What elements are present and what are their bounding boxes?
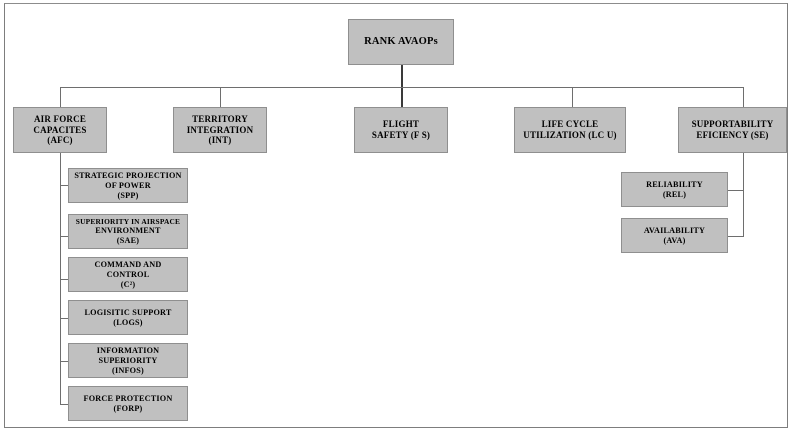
connector-root-to-flight-safety <box>401 87 403 107</box>
node-life-cycle-utilization[interactable]: LIFE CYCLE UTILIZATION (LC U) <box>514 107 626 153</box>
connector-root-stem <box>401 65 403 87</box>
node-rank-avaops-label: RANK AVAOPs <box>364 35 438 47</box>
connector-bus-to-lcu <box>572 87 573 107</box>
node-availability-label: AVAILABILITY (AVA) <box>643 225 706 245</box>
document-frame: RANK AVAOPs AIR FORCE CAPACITES (AFC) TE… <box>4 3 788 428</box>
node-reliability[interactable]: RELIABILITY (REL) <box>621 172 728 207</box>
connector-level2-bus <box>60 87 744 88</box>
connector-bus-to-se <box>743 87 744 107</box>
connector-afc-to-infos <box>60 361 68 362</box>
node-air-force-capacities-label: AIR FORCE CAPACITES (AFC) <box>33 113 87 146</box>
node-strategic-projection-of-power[interactable]: STRATEGIC PROJECTION OF POWER (SPP) <box>68 168 188 203</box>
connector-afc-to-forp <box>60 404 68 405</box>
connector-bus-to-afc <box>60 87 61 107</box>
node-reliability-label: RELIABILITY (REL) <box>646 179 703 199</box>
connector-afc-to-sae <box>60 236 68 237</box>
node-flight-safety-label: FLIGHT SAFETY (F S) <box>371 119 431 140</box>
connector-afc-to-logs <box>60 318 68 319</box>
connector-se-spine <box>743 152 744 237</box>
node-life-cycle-utilization-label: LIFE CYCLE UTILIZATION (LC U) <box>523 119 617 140</box>
node-rank-avaops[interactable]: RANK AVAOPs <box>348 19 454 65</box>
node-information-superiority-label: INFORMATION SUPERIORITY (INFOS) <box>96 345 160 375</box>
node-information-superiority[interactable]: INFORMATION SUPERIORITY (INFOS) <box>68 343 188 378</box>
node-superiority-in-airspace-environment[interactable]: SUPERIORITY IN AIRSPACE ENVIRONMENT (SAE… <box>68 214 188 249</box>
node-territory-integration-label: TERRITORY INTEGRATION (INT) <box>186 113 254 146</box>
node-command-and-control[interactable]: COMMAND AND CONTROL (C²) <box>68 257 188 292</box>
node-superiority-in-airspace-environment-label: SUPERIORITY IN AIRSPACE ENVIRONMENT (SAE… <box>75 216 181 246</box>
node-supportability-eficiency-label: SUPPORTABILITY EFICIENCY (SE) <box>691 119 774 140</box>
node-territory-integration[interactable]: TERRITORY INTEGRATION (INT) <box>173 107 267 153</box>
node-flight-safety[interactable]: FLIGHT SAFETY (F S) <box>354 107 448 153</box>
node-force-protection-label: FORCE PROTECTION (FORP) <box>83 393 173 413</box>
connector-afc-spine <box>60 152 61 404</box>
connector-se-to-ava <box>728 236 744 237</box>
connector-bus-to-int <box>220 87 221 107</box>
connector-se-to-rel <box>728 190 744 191</box>
node-force-protection[interactable]: FORCE PROTECTION (FORP) <box>68 386 188 421</box>
node-supportability-eficiency[interactable]: SUPPORTABILITY EFICIENCY (SE) <box>678 107 787 153</box>
node-strategic-projection-of-power-label: STRATEGIC PROJECTION OF POWER (SPP) <box>74 170 182 200</box>
node-logisitic-support-label: LOGISITIC SUPPORT (LOGS) <box>84 307 172 327</box>
node-logisitic-support[interactable]: LOGISITIC SUPPORT (LOGS) <box>68 300 188 335</box>
node-command-and-control-label: COMMAND AND CONTROL (C²) <box>94 259 162 289</box>
connector-afc-to-c2 <box>60 279 68 280</box>
connector-afc-to-spp <box>60 185 68 186</box>
node-availability[interactable]: AVAILABILITY (AVA) <box>621 218 728 253</box>
node-air-force-capacities[interactable]: AIR FORCE CAPACITES (AFC) <box>13 107 107 153</box>
